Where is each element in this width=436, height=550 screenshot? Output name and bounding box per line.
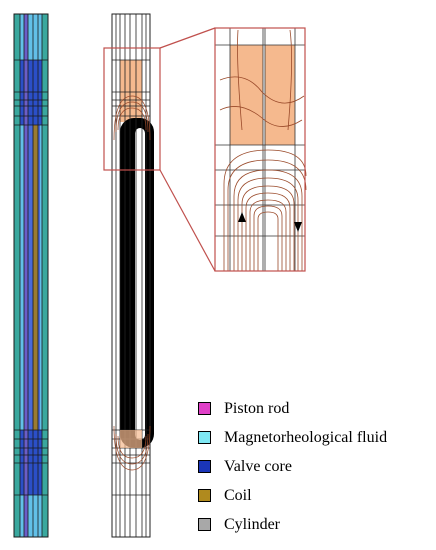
legend-swatch-coil: [198, 489, 211, 502]
coil-strip: [33, 125, 38, 430]
zoom-source-box: [103, 47, 161, 171]
zoomed-detail: [214, 27, 307, 272]
legend-item-valve-core: Valve core: [198, 452, 434, 481]
legend-label: Piston rod: [224, 399, 290, 417]
legend-item-cylinder: Cylinder: [198, 510, 434, 539]
piston-rod: [24, 14, 28, 537]
valve-core-bottom: [20, 430, 42, 495]
coil-region-bottom: [120, 430, 142, 448]
flux-arrow-down-icon: [294, 222, 302, 232]
legend-swatch-cylinder: [198, 518, 211, 531]
zoom-target-box: [214, 27, 306, 272]
legend-swatch-mr-fluid: [198, 431, 211, 444]
legend-item-mr-fluid: Magnetorheological fluid: [198, 423, 434, 452]
material-model: [13, 13, 49, 538]
cylinder-wall-right: [42, 14, 48, 537]
mesh-model: [103, 13, 161, 538]
zoom-coil-right: [265, 45, 295, 145]
flux-arrow-up-icon: [238, 212, 246, 222]
cylinder-wall-left: [14, 14, 20, 537]
coil-region-top: [120, 60, 142, 122]
legend-item-coil: Coil: [198, 481, 434, 510]
piston-rod-gap: [135, 128, 145, 440]
legend-swatch-piston-rod: [198, 402, 211, 415]
legend-label: Coil: [224, 486, 252, 504]
zoom-connector: [159, 27, 216, 272]
valve-core-top: [20, 60, 42, 125]
legend-label: Magnetorheological fluid: [224, 428, 388, 446]
legend: Piston rod Magnetorheological fluid Valv…: [198, 394, 434, 539]
zoom-coil-left: [230, 45, 263, 145]
legend-swatch-valve-core: [198, 460, 211, 473]
legend-label: Cylinder: [224, 515, 280, 533]
legend-item-piston-rod: Piston rod: [198, 394, 434, 423]
legend-label: Valve core: [224, 457, 292, 475]
